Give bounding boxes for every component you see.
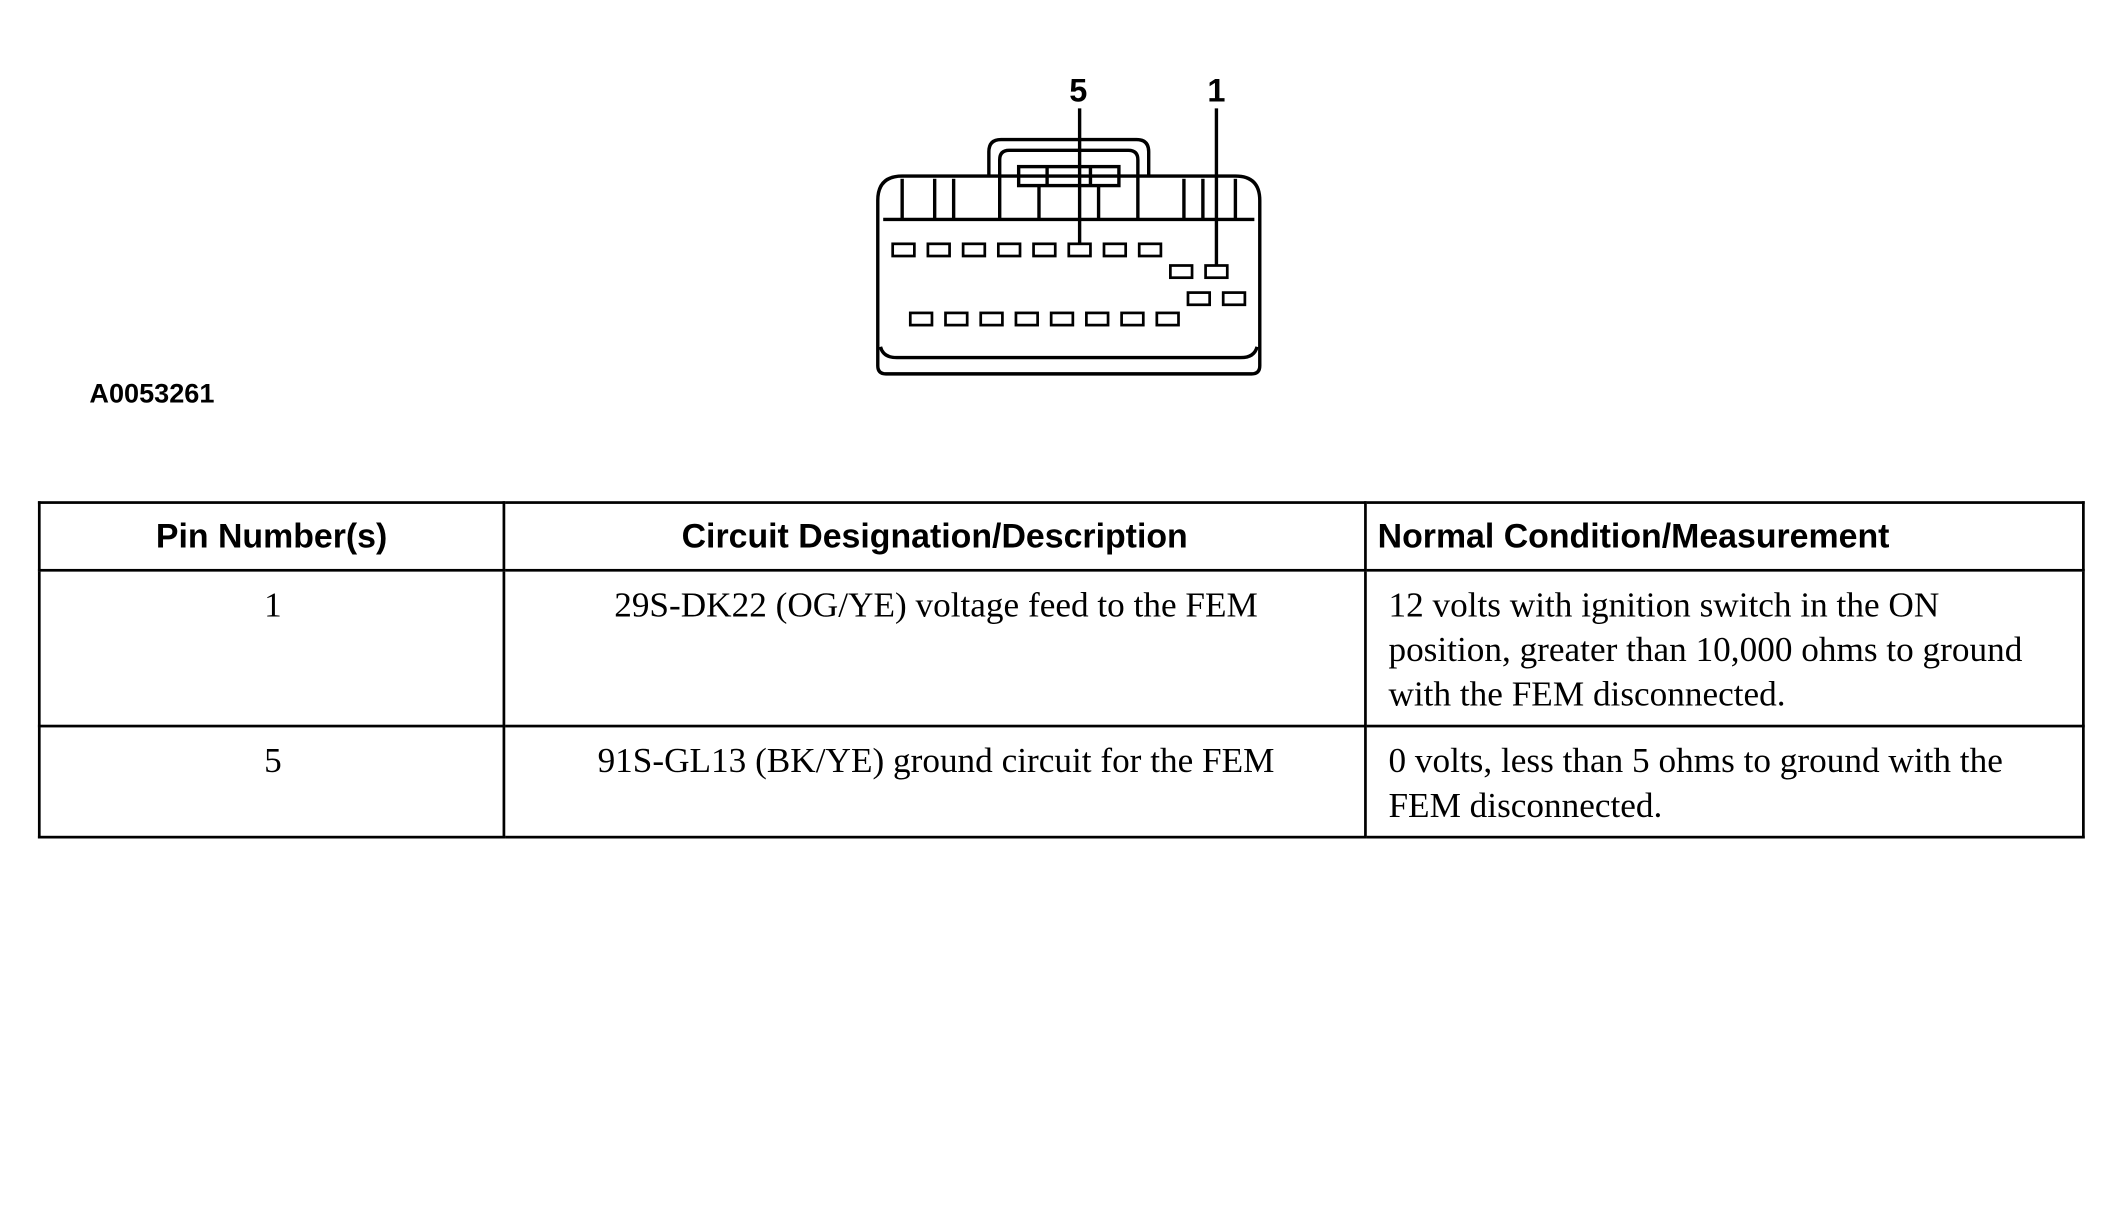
figure-id: A0053261: [89, 379, 215, 410]
callout-label: 5: [1069, 73, 1087, 109]
cavity: [979, 311, 1004, 327]
callout-pin-1: 1: [1207, 73, 1225, 266]
column-header-condition: Normal Condition/Measurement: [1364, 501, 2085, 572]
cavity: [1032, 242, 1057, 258]
cavity: [926, 242, 951, 258]
cavity: [1014, 311, 1039, 327]
column-header-circuit: Circuit Designation/Description: [502, 501, 1367, 572]
cavity: [996, 242, 1022, 258]
cavity: [1169, 264, 1194, 280]
cavity: [1204, 264, 1229, 280]
callout-label: 1: [1207, 73, 1225, 109]
cell-pin: 5: [37, 724, 506, 839]
table-row: 5 91S-GL13 (BK/YE) ground circuit for th…: [37, 724, 2085, 839]
cavity: [1221, 291, 1247, 307]
cavity-group-right: [1169, 264, 1247, 307]
callout-pin-5: 5: [1069, 73, 1087, 244]
connector-body: [876, 137, 1262, 376]
cavity: [1067, 242, 1092, 258]
cell-pin: 1: [37, 568, 506, 728]
cavity: [1186, 291, 1212, 307]
cavity: [1049, 311, 1075, 327]
cavity: [1137, 242, 1163, 258]
cell-condition: 12 volts with ignition switch in the ON …: [1364, 568, 2085, 728]
cell-circuit: 29S-DK22 (OG/YE) voltage feed to the FEM: [502, 568, 1367, 728]
cavity: [1085, 311, 1110, 327]
connector-diagram: 5 1: [876, 73, 1262, 376]
cavity-row-upper: [891, 242, 1163, 258]
table-header-row: Pin Number(s) Circuit Designation/Descri…: [37, 501, 2085, 572]
cavity: [961, 242, 987, 258]
cavity: [1120, 311, 1145, 327]
table-row: 1 29S-DK22 (OG/YE) voltage feed to the F…: [37, 568, 2085, 728]
cell-circuit: 91S-GL13 (BK/YE) ground circuit for the …: [502, 724, 1367, 839]
cavity: [1155, 311, 1180, 327]
cell-condition: 0 volts, less than 5 ohms to ground with…: [1364, 724, 2085, 839]
cavity: [908, 311, 934, 327]
column-header-pin: Pin Number(s): [37, 501, 506, 572]
cavity-row-lower: [908, 311, 1180, 327]
cavity: [891, 242, 916, 258]
cavity: [1102, 242, 1128, 258]
pin-table: Pin Number(s) Circuit Designation/Descri…: [37, 501, 2085, 839]
cavity: [944, 311, 969, 327]
